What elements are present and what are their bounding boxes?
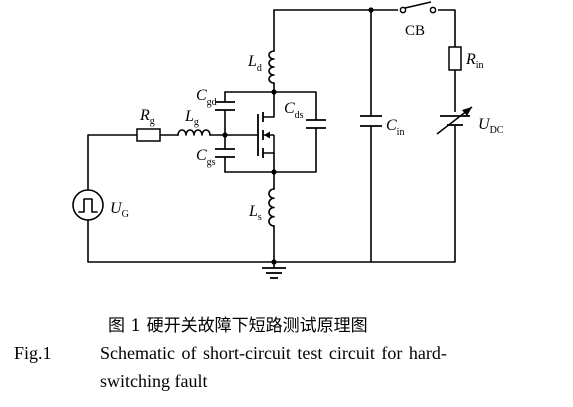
- figure-caption-english-line2: switching fault: [100, 371, 208, 391]
- rin-label: Rin: [465, 51, 484, 71]
- udc-variable-source: [436, 106, 473, 135]
- ld-inductor: [268, 50, 275, 84]
- rg-label: Rg: [139, 107, 155, 127]
- cds-capacitor: [306, 119, 326, 129]
- cin-capacitor: [360, 115, 382, 127]
- wires: [87, 9, 456, 263]
- ld-label: Ld: [247, 53, 262, 74]
- ls-inductor: [268, 188, 275, 227]
- cgd-label: Cgd: [196, 87, 217, 108]
- lg-inductor: [177, 129, 211, 136]
- cgs-label: Cgs: [196, 147, 216, 168]
- cgd-capacitor: [215, 101, 235, 111]
- ground-icon: [262, 262, 286, 279]
- rg-resistor: [136, 128, 161, 142]
- circuit-diagram: CB Rin UDC Ld Cgd Cds Cgs Rg Lg Cin UG L…: [72, 1, 504, 279]
- figure-caption-chinese: 图 1 硬开关故障下短路测试原理图: [108, 316, 368, 336]
- udc-label: UDC: [478, 116, 504, 136]
- cgs-capacitor: [215, 148, 235, 158]
- cds-label: Cds: [284, 100, 304, 121]
- ug-pulse-source: [72, 189, 104, 221]
- figure-caption-english-line1: Schematic of short-circuit test circuit …: [100, 343, 447, 363]
- cb-label: CB: [405, 23, 425, 39]
- ls-label: Ls: [248, 203, 262, 223]
- rin-resistor: [448, 46, 462, 71]
- ug-label: UG: [110, 200, 129, 220]
- figure-number-label: Fig.1: [14, 343, 52, 363]
- circuit-breaker-switch: [398, 1, 438, 14]
- cin-label: Cin: [386, 117, 404, 138]
- lg-label: Lg: [184, 108, 199, 128]
- junction-dots: [222, 7, 374, 265]
- mosfet-transistor: [257, 91, 275, 173]
